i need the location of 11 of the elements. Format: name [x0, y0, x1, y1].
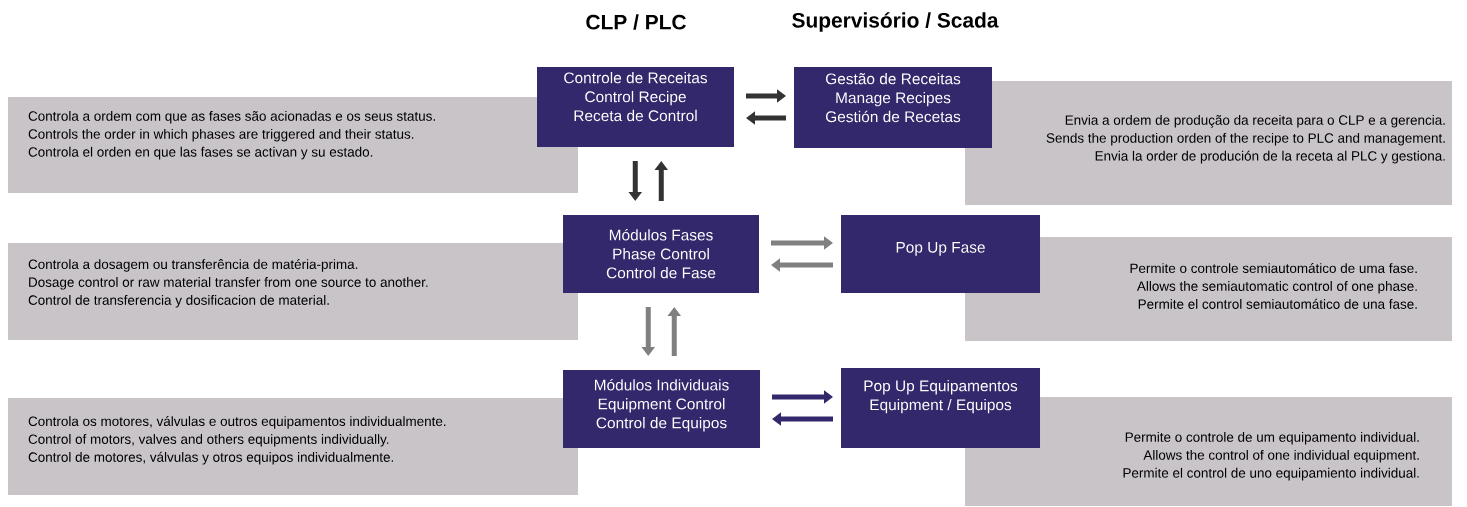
heading: Supervisório / Scada: [792, 12, 999, 32]
process-box: Controle de Receitas Control Recipe Receta de Control: [537, 67, 734, 147]
process-box: Módulos Individuais Equipment Control Control de Equipos: [563, 370, 760, 448]
description-box: Controla a dosagem ou transferência de matéria-prima. Dosage control or raw material transfer from one source to another. Control de transferencia y dosificacion de material.: [8, 243, 578, 340]
process-box: Pop Up Equipamentos Equipment / Equipos: [841, 368, 1040, 448]
heading: CLP / PLC: [586, 14, 686, 30]
process-box: Gestão de Receitas Manage Recipes Gestión de Recetas: [794, 67, 992, 148]
description-box: Controla os motores, válvulas e outros equipamentos individualmente. Control of motors, valves and others equipments individually. Control de motores, válvulas y otros equipos individualmente.: [8, 398, 578, 495]
description-box: Envia a ordem de produção da receita para o CLP e a gerencia. Sends the production orden of the recipe to PLC and management. Envia la order de produción de la receta al PLC y gestiona.: [965, 81, 1452, 205]
process-box: Módulos Fases Phase Control Control de Fase: [563, 215, 759, 293]
process-box: Pop Up Fase: [841, 215, 1040, 293]
